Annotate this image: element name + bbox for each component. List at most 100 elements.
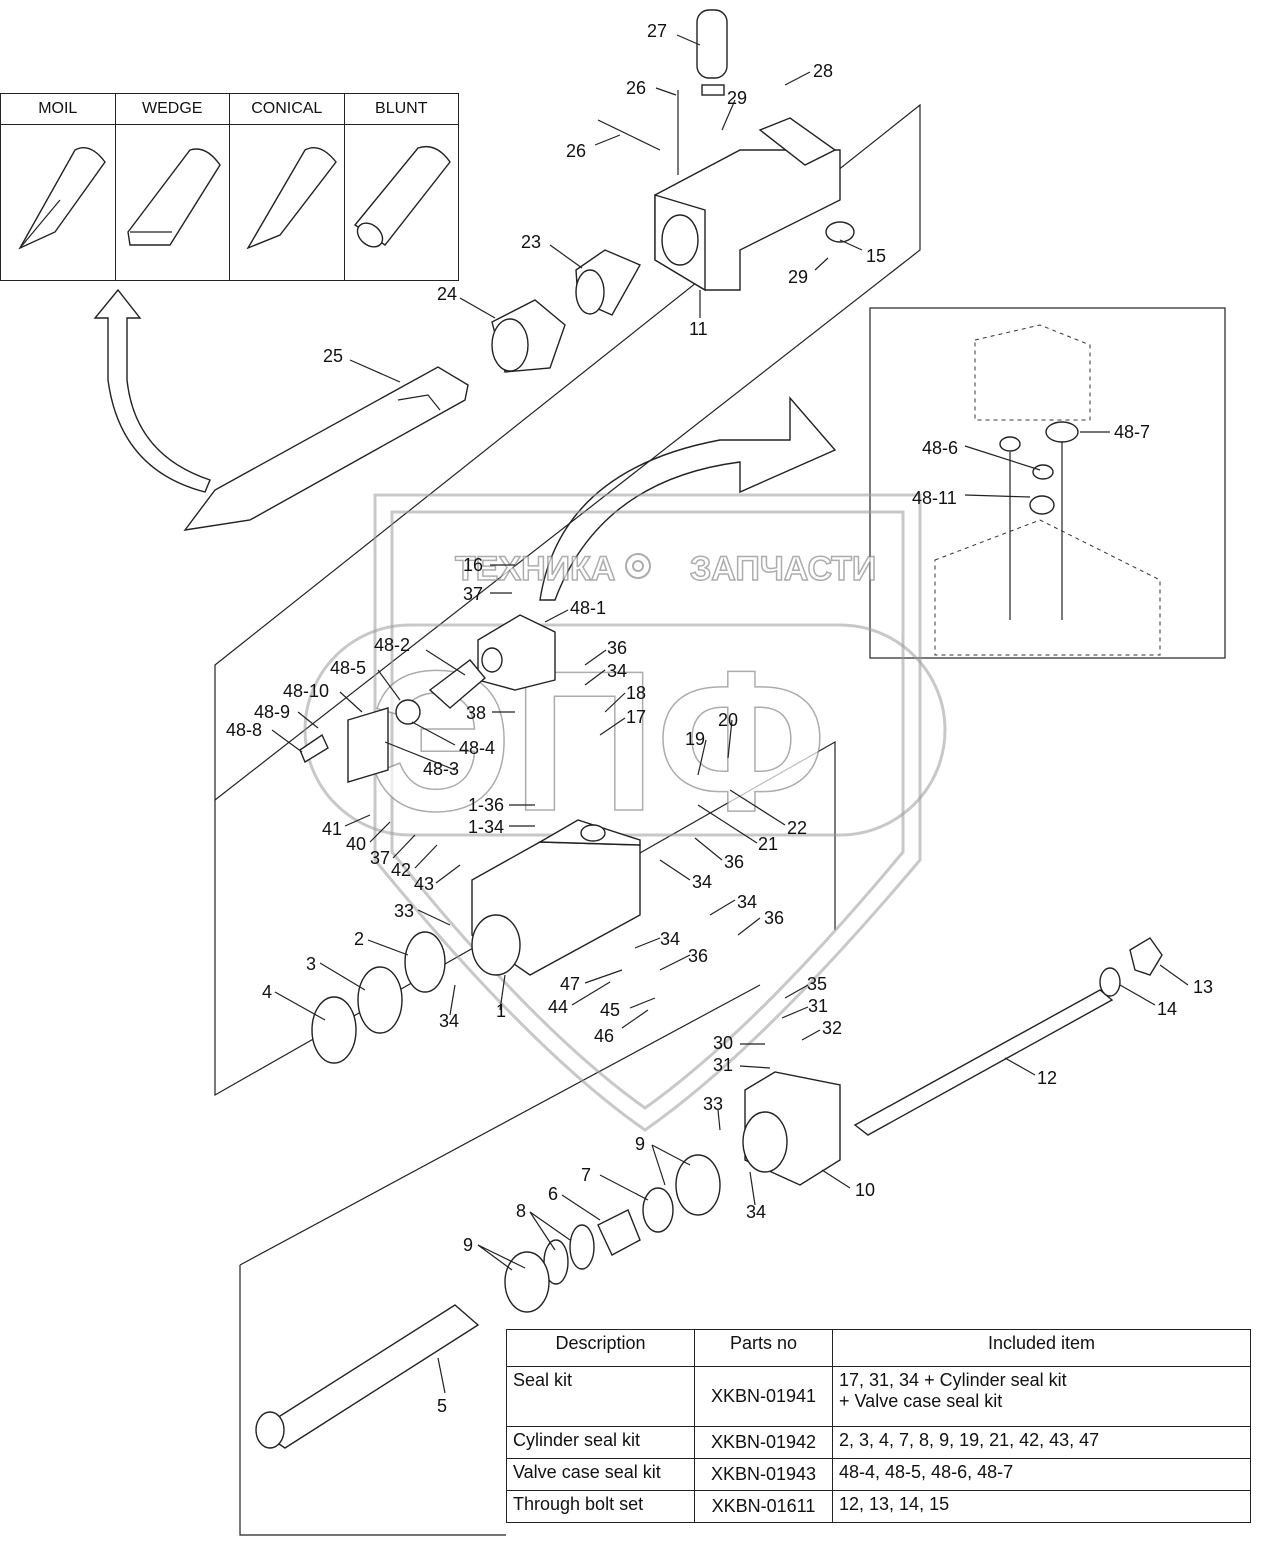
- tool-wedge-label: WEDGE: [116, 94, 230, 124]
- watermark-logo: ЭПФ: [370, 630, 827, 853]
- leader-lines: [271, 34, 1189, 1394]
- part-label: 26: [566, 141, 586, 161]
- oring-48-4: [395, 699, 421, 725]
- part-label: 22: [787, 818, 807, 838]
- part-label: 16: [463, 555, 483, 575]
- part-label: 11: [689, 319, 708, 339]
- part-label: 41: [322, 819, 342, 839]
- moil-tip-icon: [18, 147, 106, 250]
- part-label: 1: [496, 1001, 506, 1021]
- part-label: 34: [737, 892, 757, 912]
- part-label: 17: [626, 707, 646, 727]
- ring-9-lower: [504, 1251, 550, 1313]
- part-label: 35: [807, 974, 827, 994]
- part-label: 42: [391, 860, 411, 880]
- included-line: 12, 13, 14, 15: [839, 1494, 950, 1514]
- part-label: 48-5: [330, 658, 366, 678]
- part-label: 6: [548, 1184, 558, 1204]
- ring-9-upper: [675, 1154, 721, 1216]
- part-label: 46: [594, 1026, 614, 1046]
- washer-14: [1099, 967, 1121, 997]
- kit-table-header-row: Description Parts no Included item: [506, 1329, 1251, 1367]
- part-label: 29: [727, 88, 747, 108]
- valve-inset-panel: [869, 307, 1226, 659]
- kit-parts-no: XKBN-01941: [694, 1366, 833, 1427]
- kit-description: Cylinder seal kit: [506, 1426, 695, 1459]
- part-label: 26: [626, 78, 646, 98]
- thrust-bushing-part: [491, 299, 566, 373]
- seal-kit-table: Description Parts no Included item Seal …: [506, 1329, 1251, 1523]
- part-label: 33: [394, 901, 414, 921]
- part-label: 33: [703, 1094, 723, 1114]
- piston-seal-6: [597, 1209, 641, 1256]
- tool-moil-label: MOIL: [1, 94, 116, 124]
- part-label: 31: [713, 1055, 733, 1075]
- part-label: 14: [1157, 999, 1177, 1019]
- watermark-right-text: ЗАПЧАСТИ: [690, 550, 876, 588]
- conical-tip-icon: [246, 147, 337, 250]
- part-label: 38: [466, 703, 486, 723]
- col-description-header: Description: [506, 1329, 695, 1367]
- part-label: 27: [647, 21, 667, 41]
- chisel-rod-part: [183, 366, 469, 531]
- watermark: ТЕХНИКА ЗАПЧАСТИ ЭПФ: [303, 493, 947, 1132]
- part-label: 20: [718, 710, 738, 730]
- curved-arrow-right: [539, 396, 837, 601]
- kit-included-items: 12, 13, 14, 15: [832, 1490, 1251, 1523]
- part-label: 9: [463, 1235, 473, 1255]
- valve-case-part: [742, 1071, 841, 1186]
- part-label: 15: [866, 246, 886, 266]
- part-label: 34: [746, 1202, 766, 1222]
- front-bushing-part: [575, 249, 641, 316]
- included-line: 2, 3, 4, 7, 8, 9, 19, 21, 42, 43, 47: [839, 1430, 1100, 1450]
- part-label: 8: [516, 1201, 526, 1221]
- blunt-tip-icon: [353, 145, 451, 248]
- part-label: 34: [607, 661, 627, 681]
- piston-part: [255, 1304, 480, 1449]
- kit-description: Through bolt set: [506, 1490, 695, 1523]
- part-label: 36: [764, 908, 784, 928]
- part-label: 48-3: [423, 759, 459, 779]
- part-label: 2: [354, 929, 364, 949]
- ring-7: [642, 1187, 674, 1233]
- part-label: 28: [813, 61, 833, 81]
- tool-tips-panel: MOIL WEDGE CONICAL BLUNT: [0, 93, 459, 281]
- part-label: 1-36: [468, 795, 504, 815]
- table-row: Cylinder seal kit XKBN-01942 2, 3, 4, 7,…: [506, 1426, 1251, 1459]
- ring-8a: [569, 1224, 595, 1270]
- part-label: 34: [692, 872, 712, 892]
- included-line: 17, 31, 34 + Cylinder seal kit: [839, 1370, 1067, 1390]
- part-label: 48-7: [1114, 422, 1150, 442]
- part-label: 34: [439, 1011, 459, 1031]
- part-label: 18: [626, 683, 646, 703]
- valve-inset-drawing: [934, 324, 1161, 656]
- included-line: 48-4, 48-5, 48-6, 48-7: [839, 1462, 1014, 1482]
- included-line: + Valve case seal kit: [839, 1391, 1003, 1411]
- part-label: 13: [1193, 977, 1213, 997]
- kit-parts-no: XKBN-01943: [694, 1458, 833, 1491]
- part-label: 37: [370, 848, 390, 868]
- kit-included-items: 48-4, 48-5, 48-6, 48-7: [832, 1458, 1251, 1491]
- part-label: 34: [660, 929, 680, 949]
- part-label: 36: [688, 946, 708, 966]
- part-label: 23: [521, 232, 541, 252]
- part-label: 36: [607, 638, 627, 658]
- part-label: 19: [685, 729, 705, 749]
- part-label: 43: [414, 874, 434, 894]
- kit-included-items: 2, 3, 4, 7, 8, 9, 19, 21, 42, 43, 47: [832, 1426, 1251, 1459]
- kit-parts-no: XKBN-01611: [694, 1490, 833, 1523]
- part-label: 21: [758, 834, 778, 854]
- part-label: 24: [437, 284, 457, 304]
- col-included-header: Included item: [832, 1329, 1251, 1367]
- part-label: 3: [306, 954, 316, 974]
- table-row: Seal kit XKBN-01941 17, 31, 34 + Cylinde…: [506, 1366, 1251, 1427]
- part-label: 4: [262, 982, 272, 1002]
- part-label: 29: [788, 267, 808, 287]
- table-row: Valve case seal kit XKBN-01943 48-4, 48-…: [506, 1458, 1251, 1491]
- ring-4: [311, 996, 357, 1064]
- part-label: 30: [713, 1033, 733, 1053]
- part-label: 5: [437, 1396, 447, 1416]
- part-label: 48-8: [226, 720, 262, 740]
- tool-tip-drawings: [18, 145, 451, 250]
